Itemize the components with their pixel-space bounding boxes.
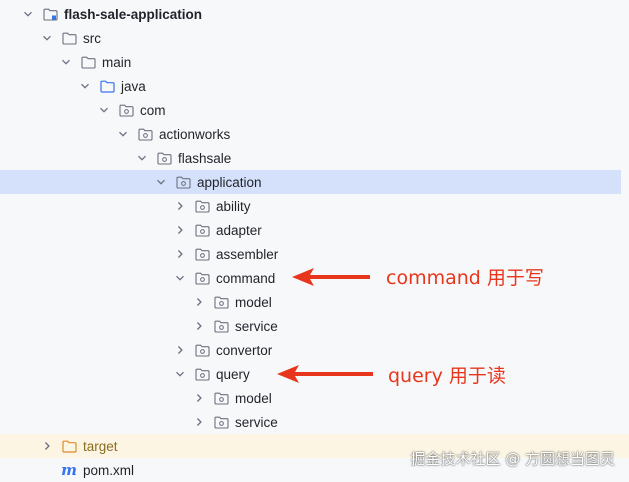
tree-label-command-service: service: [235, 318, 278, 334]
module-folder-icon: [42, 7, 58, 21]
tree-label-root: flash-sale-application: [64, 6, 203, 22]
tree-label-java: java: [121, 78, 146, 94]
package-icon: [194, 271, 210, 285]
tree-row-actionworks[interactable]: actionworks: [0, 122, 621, 146]
chevron-right-icon[interactable]: [193, 392, 205, 404]
tree-label-application: application: [197, 174, 262, 190]
tree-label-query-service: service: [235, 414, 278, 430]
tree-row-root[interactable]: flash-sale-application: [0, 2, 621, 26]
chevron-down-icon[interactable]: [22, 8, 34, 20]
tree-label-actionworks: actionworks: [159, 126, 231, 142]
chevron-down-icon[interactable]: [117, 128, 129, 140]
package-icon: [213, 391, 229, 405]
chevron-right-icon[interactable]: [174, 344, 186, 356]
package-icon: [194, 367, 210, 381]
command-arrow: [292, 268, 370, 286]
chevron-right-icon[interactable]: [193, 416, 205, 428]
package-icon: [137, 127, 153, 141]
package-icon: [213, 319, 229, 333]
tree-row-convertor[interactable]: convertor: [0, 338, 621, 362]
tree-row-ability[interactable]: ability: [0, 194, 621, 218]
tree-row-command-model[interactable]: model: [0, 290, 621, 314]
chevron-down-icon[interactable]: [174, 368, 186, 380]
chevron-down-icon[interactable]: [98, 104, 110, 116]
folder-icon: [61, 31, 77, 45]
chevron-down-icon[interactable]: [136, 152, 148, 164]
tree-row-main[interactable]: main: [0, 50, 621, 74]
watermark: 掘金技术社区 @ 方圆想当图灵: [410, 450, 615, 468]
tree-row-java[interactable]: java: [0, 74, 621, 98]
source-folder-icon: [99, 79, 115, 93]
tree-row-application[interactable]: application: [0, 170, 621, 194]
tree-label-adapter: adapter: [216, 222, 262, 238]
tree-label-query-model: model: [235, 390, 272, 406]
tree-row-command-service[interactable]: service: [0, 314, 621, 338]
tree-row-target[interactable]: target: [0, 434, 629, 458]
tree-label-ability: ability: [216, 198, 251, 214]
package-icon: [156, 151, 172, 165]
chevron-right-icon[interactable]: [174, 200, 186, 212]
chevron-right-icon[interactable]: [193, 296, 205, 308]
chevron-right-icon[interactable]: [174, 224, 186, 236]
tree-label-command: command: [216, 270, 276, 286]
tree-row-pom[interactable]: m pom.xml: [0, 458, 621, 482]
tree-row-assembler[interactable]: assembler: [0, 242, 621, 266]
chevron-down-icon[interactable]: [79, 80, 91, 92]
excluded-folder-icon: [61, 439, 77, 453]
tree-label-com: com: [140, 102, 166, 118]
tree-label-command-model: model: [235, 294, 272, 310]
tree-row-com[interactable]: com: [0, 98, 621, 122]
tree-label-query: query: [216, 366, 250, 382]
tree-row-command[interactable]: command: [0, 266, 621, 290]
tree-label-assembler: assembler: [216, 246, 279, 262]
chevron-down-icon[interactable]: [60, 56, 72, 68]
package-icon: [194, 223, 210, 237]
tree-label-main: main: [102, 54, 132, 70]
package-icon: [194, 199, 210, 213]
tree-row-adapter[interactable]: adapter: [0, 218, 621, 242]
tree-label-pom: pom.xml: [83, 462, 135, 478]
command-annotation: command 用于写: [386, 267, 544, 289]
tree-row-query-model[interactable]: model: [0, 386, 621, 410]
tree-label-convertor: convertor: [216, 342, 273, 358]
chevron-down-icon[interactable]: [155, 176, 167, 188]
package-icon: [213, 295, 229, 309]
query-annotation: query 用于读: [388, 365, 506, 387]
package-icon: [118, 103, 134, 117]
tree-label-target: target: [83, 438, 118, 454]
chevron-right-icon[interactable]: [41, 440, 53, 452]
chevron-down-icon[interactable]: [41, 32, 53, 44]
package-icon: [194, 343, 210, 357]
chevron-right-icon[interactable]: [174, 248, 186, 260]
folder-icon: [80, 55, 96, 69]
tree-row-query-service[interactable]: service: [0, 410, 621, 434]
tree-row-flashsale[interactable]: flashsale: [0, 146, 621, 170]
tree-label-src: src: [83, 30, 101, 46]
tree-row-src[interactable]: src: [0, 26, 621, 50]
chevron-down-icon[interactable]: [174, 272, 186, 284]
tree-row-query[interactable]: query: [0, 362, 621, 386]
query-arrow: [277, 365, 373, 383]
chevron-right-icon[interactable]: [193, 320, 205, 332]
package-icon: [175, 175, 191, 189]
tree-label-flashsale: flashsale: [178, 150, 232, 166]
package-icon: [213, 415, 229, 429]
package-icon: [194, 247, 210, 261]
maven-file-icon: m: [61, 461, 77, 479]
